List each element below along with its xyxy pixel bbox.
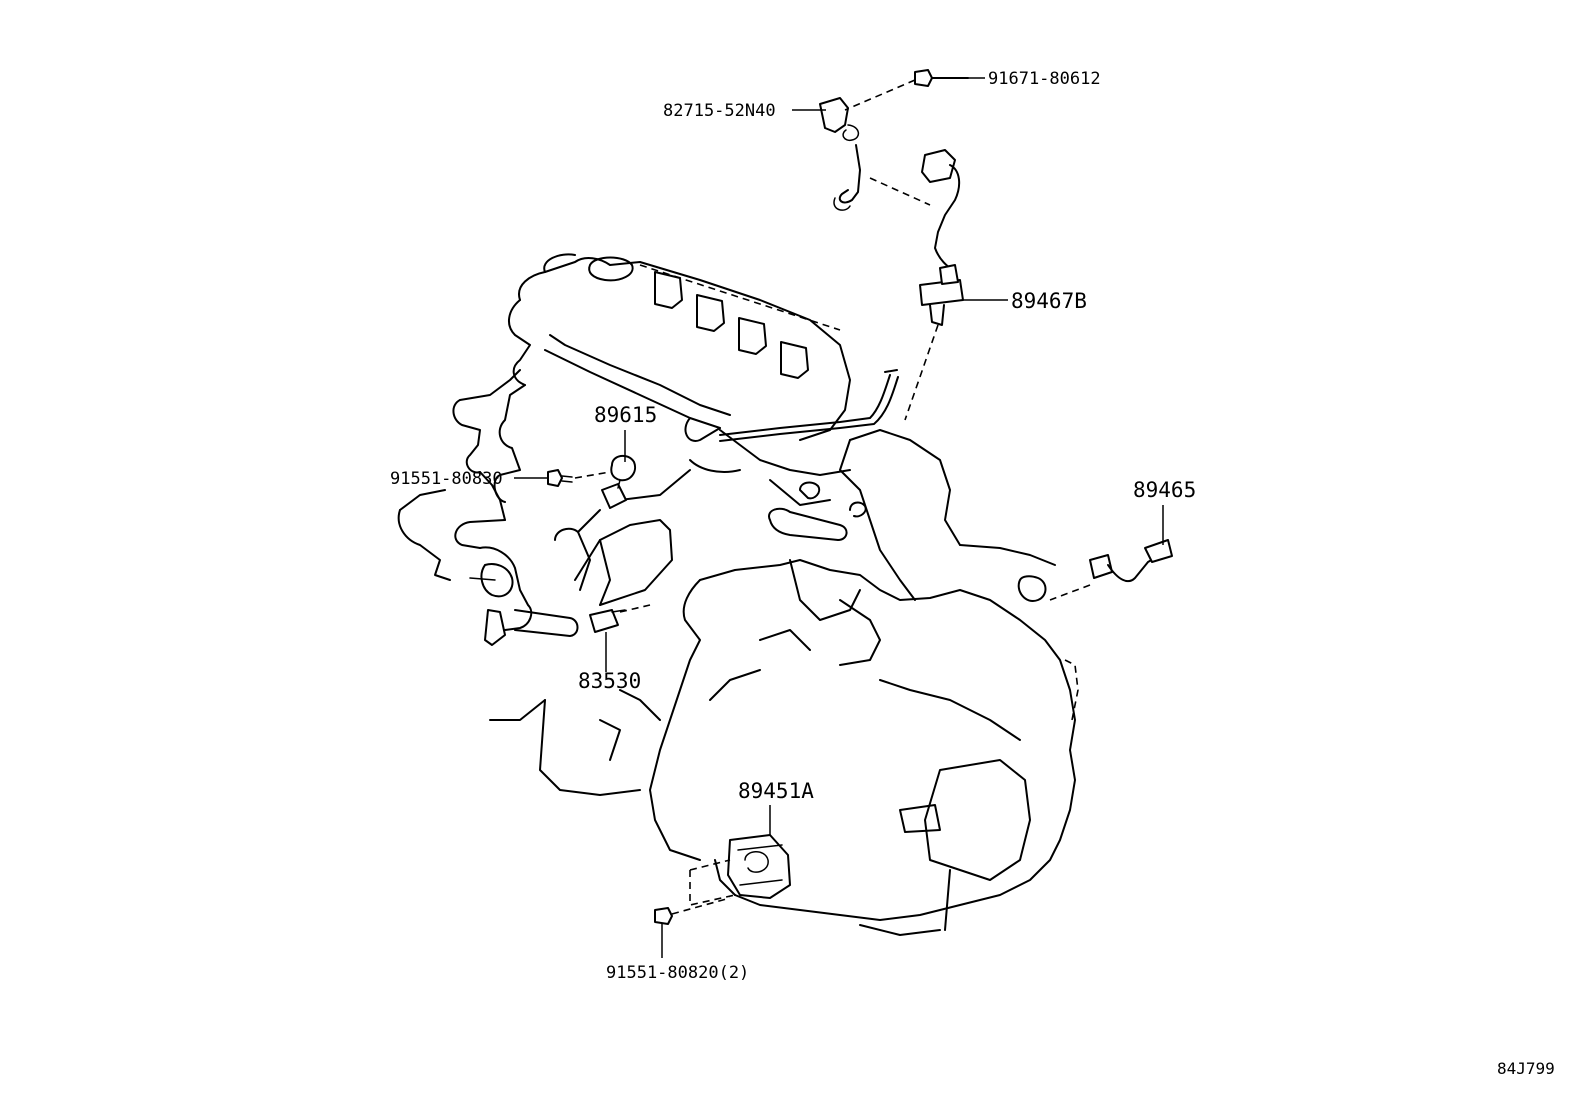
- throttle-sensor-assembly: [654, 834, 791, 925]
- crank-sensor-assembly: [1049, 539, 1173, 601]
- callout-91671-80612: 91671-80612: [988, 69, 1101, 89]
- transmission-outline: [489, 559, 1079, 936]
- callout-91551-80830: 91551-80830: [390, 469, 503, 489]
- leader-lines: [514, 77, 1164, 958]
- bolt-top-icon: [914, 69, 933, 87]
- temp-sensor-assembly: [589, 604, 651, 633]
- bracket-icon: [819, 97, 849, 133]
- oxygen-sensor-assembly: [819, 69, 969, 421]
- knock-sensor-icon: [610, 454, 636, 482]
- temp-sensor-icon: [589, 609, 619, 633]
- knock-bolt-icon: [547, 469, 563, 487]
- oxygen-sensor-connector-icon: [921, 149, 956, 183]
- callout-91551-80820: 91551-80820(2): [606, 963, 749, 983]
- callout-83530: 83530: [578, 669, 641, 693]
- engine-block-outline: [397, 253, 1056, 646]
- callout-89451A: 89451A: [738, 779, 814, 803]
- diagram-code: 84J799: [1497, 1059, 1555, 1078]
- speed-sensor-icon: [727, 834, 791, 899]
- callout-89615: 89615: [594, 403, 657, 427]
- bottom-bolt-icon: [654, 907, 673, 925]
- callout-89465: 89465: [1133, 478, 1196, 502]
- knock-sensor-assembly: [547, 454, 636, 509]
- callout-89467B: 89467B: [1011, 289, 1087, 313]
- callout-82715-52N40: 82715-52N40: [663, 101, 776, 121]
